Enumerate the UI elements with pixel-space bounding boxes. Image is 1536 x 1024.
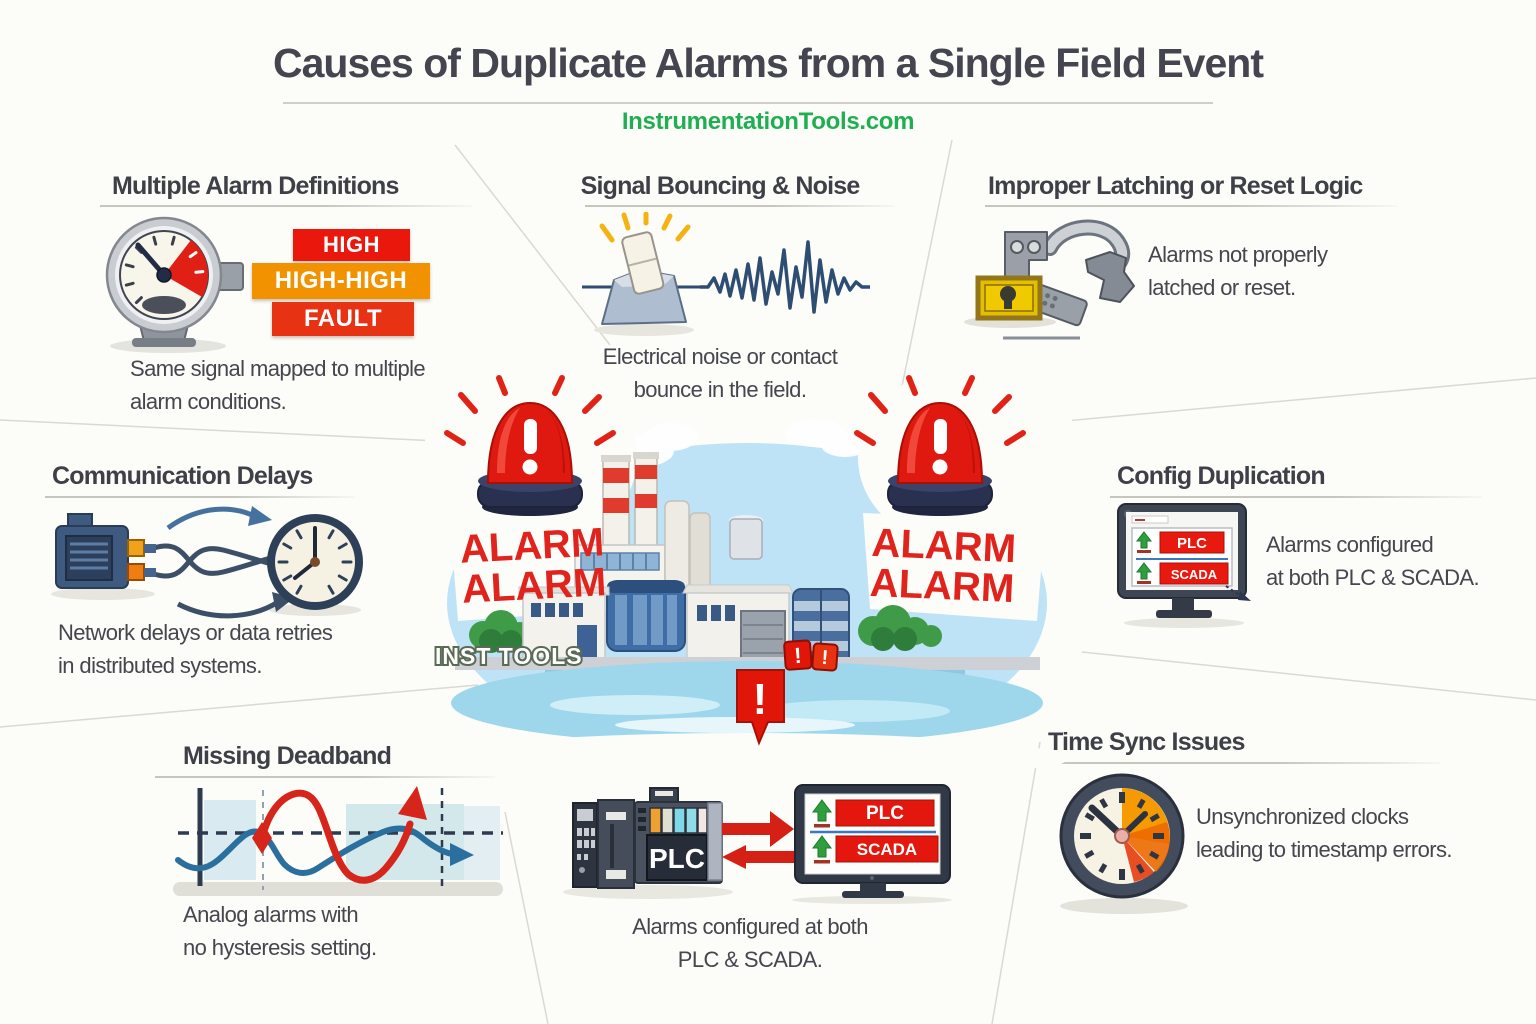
- warning-box-icon: !: [783, 639, 813, 671]
- upload-arrow-icon: [812, 835, 832, 864]
- svg-text:ALARM: ALARM: [459, 520, 606, 571]
- caption-line: Network delays or data retries: [58, 620, 333, 645]
- caption-plc-scada-duplication: Alarms configured at both PLC & SCADA.: [560, 910, 940, 976]
- caption-line: in distributed systems.: [58, 653, 262, 678]
- cursor-arrow-icon: [1238, 591, 1251, 601]
- caption-config-duplication: Alarms configured at both PLC & SCADA.: [1266, 528, 1480, 594]
- red-up-arrow: [398, 786, 427, 820]
- alarm-band-right: [863, 513, 1045, 621]
- blue-signal-wave: [175, 825, 455, 876]
- caption-line: latched or reset.: [1148, 275, 1296, 300]
- caption-communication-delays: Network delays or data retries in distri…: [58, 616, 333, 682]
- section-underline: [45, 496, 355, 498]
- watermark-text: INST TOOLS: [435, 643, 583, 669]
- caption-line: alarm conditions.: [130, 389, 287, 414]
- alarm-text-left: ALARM ALARM: [459, 520, 608, 611]
- caption-line: Electrical noise or contact: [602, 344, 838, 369]
- caption-line: Alarms not properly: [1148, 242, 1328, 267]
- delay-arrow-top: [166, 506, 260, 531]
- screen-row-plc: PLC: [866, 803, 904, 824]
- caption-time-sync: Unsynchronized clocks leading to timesta…: [1196, 800, 1452, 866]
- siren-rays: [444, 375, 616, 446]
- section-underline: [1040, 762, 1440, 764]
- svg-text:!: !: [753, 675, 768, 724]
- caption-signal-bouncing: Electrical noise or contact bounce in th…: [540, 340, 900, 406]
- alarm-badge-high: HIGH: [293, 229, 410, 261]
- alarm-badge-fault: FAULT: [272, 302, 414, 336]
- config-monitor-icon: PLC SCADA: [1117, 503, 1251, 628]
- caption-line: at both PLC & SCADA.: [1266, 565, 1480, 590]
- caption-line: bounce in the field.: [633, 377, 807, 402]
- screen-row-scada: SCADA: [857, 840, 917, 859]
- section-underline: [985, 205, 1397, 207]
- caption-line: PLC & SCADA.: [677, 947, 823, 972]
- svg-text:ALARM: ALARM: [871, 521, 1017, 571]
- svg-text:ALARM: ALARM: [869, 561, 1015, 611]
- unsynchronized-clock-icon: [1059, 773, 1188, 914]
- svg-text:!: !: [821, 647, 829, 669]
- broken-latch-lock-icon: [964, 219, 1135, 340]
- siren-rays: [854, 375, 1026, 446]
- section-underline: [100, 205, 472, 207]
- chimney-striped: [633, 452, 659, 547]
- caption-multiple-alarm-definitions: Same signal mapped to multiple alarm con…: [130, 352, 426, 418]
- svg-text:!: !: [793, 643, 802, 668]
- section-underline: [1110, 496, 1482, 498]
- section-title-signal-bouncing: Signal Bouncing & Noise: [580, 172, 861, 200]
- caption-line: Same signal mapped to multiple: [130, 356, 426, 381]
- warning-box-icon: !: [811, 642, 839, 672]
- site-name: InstrumentationTools.com: [621, 108, 915, 135]
- network-delay-clock-icon: [51, 506, 363, 619]
- section-underline: [155, 776, 495, 778]
- factory-plant-illustration: ! ! !: [425, 373, 1075, 768]
- upload-arrow-icon: [1135, 562, 1153, 584]
- section-title-time-sync: Time Sync Issues: [1048, 728, 1245, 756]
- caption-line: Analog alarms with: [183, 902, 359, 927]
- pressure-gauge-icon: [105, 216, 244, 353]
- screen-row-scada: SCADA: [1171, 567, 1218, 582]
- page-title: Causes of Duplicate Alarms from a Single…: [273, 40, 1264, 86]
- chimney-striped: [601, 455, 631, 547]
- alarm-badge-high-high: HIGH-HIGH: [252, 263, 430, 299]
- red-diamond-marker: [252, 822, 272, 854]
- delay-arrow-bottom: [176, 599, 280, 619]
- switch-and-noise-icon: [582, 212, 870, 336]
- alarm-text-right: ALARM ALARM: [869, 521, 1017, 611]
- section-title-multiple-alarm-definitions: Multiple Alarm Definitions: [112, 172, 399, 200]
- title-divider: [283, 102, 1213, 104]
- spark-rays-icon: [599, 212, 691, 243]
- alarm-siren-icon: [854, 375, 1026, 516]
- caption-line: no hysteresis setting.: [183, 935, 377, 960]
- section-underline: [585, 205, 895, 207]
- section-title-communication-delays: Communication Delays: [52, 462, 313, 490]
- warning-banner-icon: !: [736, 669, 785, 746]
- caption-improper-latching: Alarms not properly latched or reset.: [1148, 238, 1328, 304]
- red-signal-wave: [258, 789, 414, 884]
- exchange-arrow-left: [722, 845, 801, 869]
- svg-text:ALARM: ALARM: [461, 560, 608, 611]
- upload-arrow-icon: [812, 799, 832, 828]
- caption-missing-deadband: Analog alarms with no hysteresis setting…: [183, 898, 377, 964]
- screen-row-plc: PLC: [1177, 535, 1207, 552]
- plc-cabinet-label: PLC: [649, 843, 705, 874]
- caption-line: Unsynchronized clocks: [1196, 804, 1409, 829]
- deadband-waveform-chart-icon: [173, 786, 503, 896]
- exchange-arrow-right: [722, 811, 794, 847]
- alarm-siren-icon: [444, 375, 616, 516]
- section-title-missing-deadband: Missing Deadband: [183, 742, 392, 770]
- section-title-config-duplication: Config Duplication: [1117, 462, 1326, 490]
- plc-scada-exchange-icon: PLC PLC SCADA: [563, 784, 952, 904]
- caption-line: Alarms configured: [1266, 532, 1434, 557]
- section-title-improper-latching: Improper Latching or Reset Logic: [988, 172, 1363, 200]
- caption-line: leading to timestamp errors.: [1196, 837, 1452, 862]
- upload-arrow-icon: [1135, 531, 1153, 553]
- caption-line: Alarms configured at both: [632, 914, 868, 939]
